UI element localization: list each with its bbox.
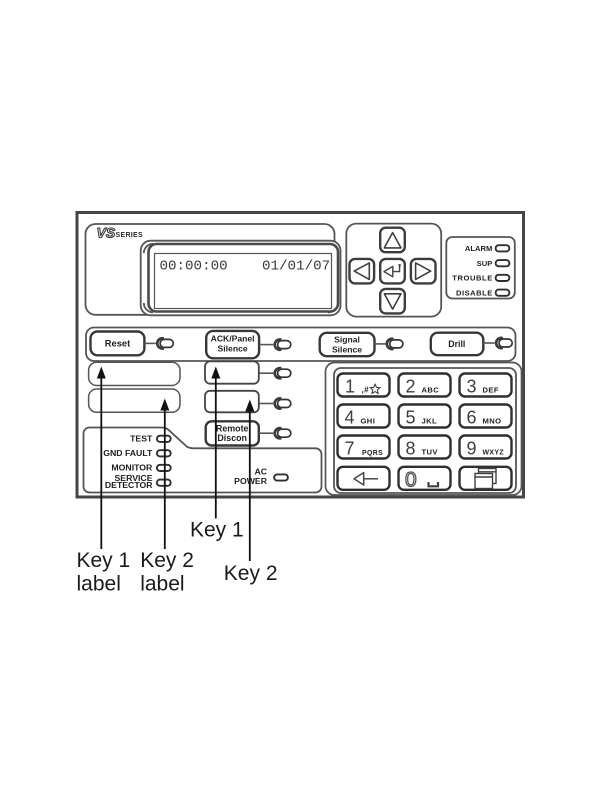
svg-text:TUV: TUV [422, 448, 439, 457]
svg-text:DISABLE: DISABLE [456, 288, 492, 297]
svg-text:ABC: ABC [422, 386, 440, 395]
svg-text:DEF: DEF [483, 386, 499, 395]
svg-text:Drill: Drill [448, 339, 465, 349]
svg-text:WXYZ: WXYZ [483, 450, 505, 457]
svg-text:MNO: MNO [483, 417, 502, 426]
svg-text:5: 5 [406, 408, 416, 428]
svg-text:Key 1: Key 1 [77, 549, 131, 572]
svg-text:PQRS: PQRS [362, 450, 383, 457]
svg-text:POWER: POWER [234, 476, 268, 486]
svg-text:label: label [77, 573, 121, 596]
svg-text:Remote: Remote [216, 424, 249, 434]
svg-text:SERIES: SERIES [116, 232, 144, 239]
svg-text:7: 7 [345, 439, 355, 459]
svg-text:Reset: Reset [105, 338, 131, 349]
svg-text:GND FAULT: GND FAULT [103, 448, 153, 458]
svg-text:Silence: Silence [332, 345, 362, 355]
svg-text:Discon: Discon [217, 433, 247, 443]
svg-text:01/01/07: 01/01/07 [262, 259, 330, 275]
svg-text:9: 9 [467, 439, 477, 459]
svg-text:Key 2: Key 2 [140, 549, 194, 572]
svg-text:ALARM: ALARM [465, 244, 492, 253]
svg-text:GHI: GHI [361, 417, 376, 426]
svg-text:Key 2: Key 2 [224, 562, 278, 585]
svg-text:DETECTOR: DETECTOR [105, 480, 153, 490]
svg-text:2: 2 [406, 377, 416, 397]
svg-text:00:00:00: 00:00:00 [160, 259, 228, 275]
svg-text:AC: AC [254, 467, 267, 477]
svg-text:TEST: TEST [130, 434, 153, 444]
svg-text:label: label [140, 573, 184, 596]
svg-text:1: 1 [345, 377, 355, 397]
svg-text:8: 8 [406, 439, 416, 459]
svg-text:Silence: Silence [218, 344, 248, 354]
svg-text:3: 3 [467, 377, 477, 397]
svg-text:4: 4 [345, 408, 355, 428]
svg-text:VS: VS [97, 225, 116, 241]
svg-text:0: 0 [405, 469, 417, 492]
svg-text:MONITOR: MONITOR [111, 463, 153, 473]
svg-text:6: 6 [467, 408, 477, 428]
svg-text:SERVICE: SERVICE [115, 473, 153, 483]
svg-text:Key 1: Key 1 [190, 519, 244, 542]
svg-text:Signal: Signal [334, 335, 360, 345]
svg-text:JKL: JKL [422, 417, 438, 426]
svg-text:SUP: SUP [477, 259, 493, 268]
svg-text:TROUBLE: TROUBLE [452, 273, 492, 282]
svg-text:ACK/Panel: ACK/Panel [211, 334, 255, 344]
svg-text:,#: ,# [362, 386, 370, 395]
